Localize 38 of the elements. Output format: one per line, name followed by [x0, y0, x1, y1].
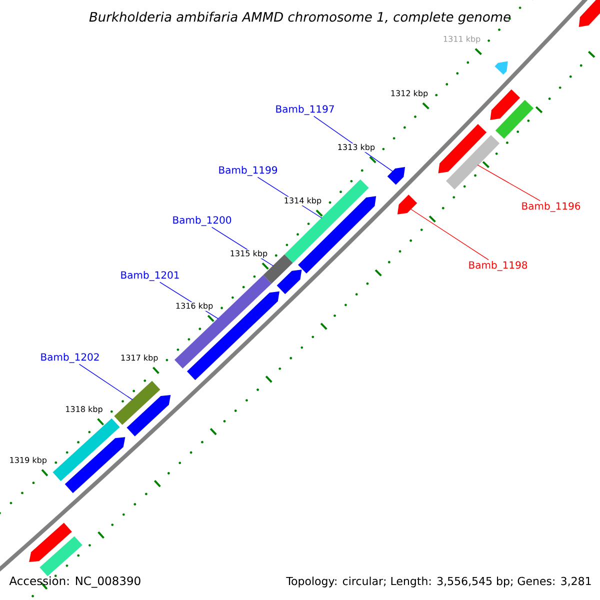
scale-label: 1311 kbp	[442, 35, 482, 44]
scale-label: 1315 kbp	[229, 250, 268, 258]
gene-feature	[29, 522, 72, 562]
gene-label: Bamb_1199	[219, 166, 278, 176]
gene-feature	[387, 167, 406, 185]
gene-feature	[446, 135, 500, 190]
map-title: Burkholderia ambifaria AMMD chromosome 1, complete genome	[89, 12, 510, 24]
gene-label: Bamb_1202	[41, 353, 99, 363]
gene-feature	[495, 100, 534, 139]
gene-feature	[40, 536, 82, 576]
leader-line	[78, 364, 133, 400]
scale-label: 1319 kbp	[8, 456, 48, 466]
gene-feature	[64, 437, 126, 494]
gene-label: Bamb_1198	[469, 261, 528, 271]
scale-label: 1318 kbp	[64, 405, 104, 414]
gene-feature	[52, 418, 120, 482]
gene-feature	[578, 0, 600, 28]
scale-label: 1313 kbp	[336, 143, 376, 152]
gene-feature	[126, 394, 171, 436]
scale-label: 1312 kbp	[390, 90, 429, 98]
leader-line	[410, 208, 489, 260]
gene-label: Bamb_1201	[121, 271, 179, 281]
gene-feature	[397, 194, 418, 214]
gene-label: Bamb_1197	[276, 105, 334, 115]
gene-feature	[438, 124, 487, 174]
gene-feature	[494, 61, 508, 75]
gene-feature	[114, 380, 160, 425]
gene-feature	[276, 270, 302, 294]
leader-line	[477, 164, 541, 202]
gene-feature	[284, 179, 369, 263]
gene-label: Bamb_1200	[173, 216, 232, 226]
gene-feature	[490, 89, 520, 120]
scale-label: 1317 kbp	[120, 354, 159, 363]
accession-text: Accession: NC_008390	[9, 576, 140, 588]
genome-info-text: Topology: circular; Length: 3,556,545 bp; Genes: 3,281	[286, 576, 591, 588]
scale-label: 1314 kbp	[283, 196, 322, 206]
scale-label: 1316 kbp	[174, 302, 214, 311]
gene-label: Bamb_1196	[522, 202, 580, 212]
